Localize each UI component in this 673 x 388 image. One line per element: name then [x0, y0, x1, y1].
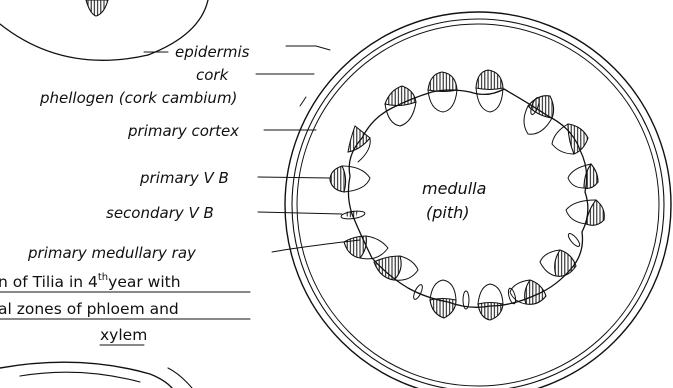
label-cork: cork — [196, 66, 230, 84]
labels: epidermis cork phellogen (cork cambium) … — [27, 43, 486, 262]
vascular-bundle — [586, 200, 604, 225]
vascular-bundle — [476, 70, 503, 90]
label-primary-vb: primary V B — [139, 169, 229, 187]
label-phellogen: phellogen (cork cambium) — [39, 89, 237, 107]
vascular-bundle — [374, 256, 401, 280]
vascular-bundle — [344, 236, 366, 258]
label-epidermis: epidermis — [175, 43, 250, 61]
vascular-bundle — [330, 166, 346, 192]
secondary-vascular-bundle — [567, 232, 582, 248]
vascular-bundle — [478, 303, 503, 321]
caption-line-1: n of Tilia in 4thyear with — [0, 272, 181, 291]
label-primary-cortex: primary cortex — [127, 122, 239, 140]
vascular-bundle — [525, 280, 546, 304]
label-medulla: medulla — [422, 179, 486, 198]
vascular-bundle — [430, 299, 456, 319]
cork-ring — [292, 19, 664, 388]
label-secondary-vb: secondary V B — [106, 204, 214, 222]
stem-outer-layers — [285, 12, 671, 388]
vascular-bundle — [555, 250, 576, 276]
caption-line-3: xylem — [100, 326, 147, 344]
vascular-bundle — [385, 86, 416, 106]
vascular-bundle — [428, 72, 457, 92]
epidermis-ring — [285, 12, 671, 388]
figure-caption: n of Tilia in 4thyear with al zones of p… — [0, 272, 250, 345]
label-pith: (pith) — [426, 203, 470, 222]
next-figure-fragment — [0, 362, 192, 388]
label-primary-medullary-ray: primary medullary ray — [27, 244, 197, 262]
vascular-bundle — [568, 124, 588, 154]
secondary-vascular-bundle — [412, 283, 424, 300]
caption-line-2: al zones of phloem and — [0, 300, 179, 318]
